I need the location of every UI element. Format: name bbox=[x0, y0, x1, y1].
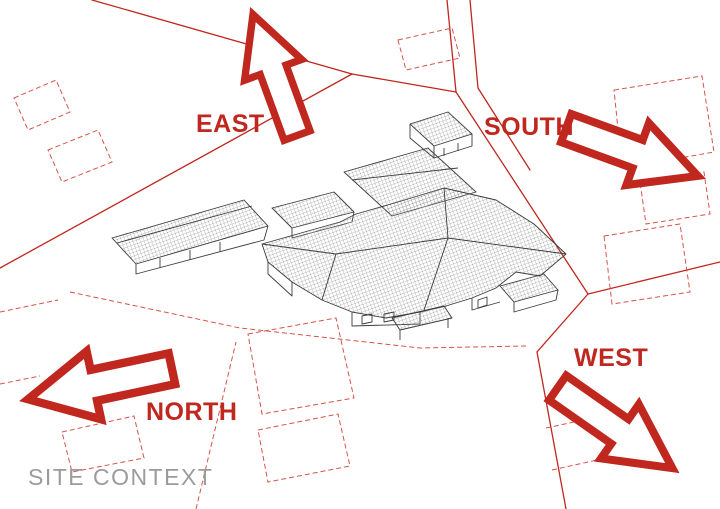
arrow-south-icon bbox=[555, 97, 709, 207]
arrow-west-icon bbox=[539, 361, 692, 495]
building-walls-windows bbox=[267, 262, 501, 327]
label-north: NORTH bbox=[146, 398, 238, 426]
building-left-wing bbox=[111, 199, 269, 275]
label-south: SOUTH bbox=[484, 113, 574, 141]
building-main-roof bbox=[261, 187, 567, 319]
label-east: EAST bbox=[196, 110, 265, 138]
building-rear-right-house bbox=[409, 111, 473, 159]
diagram-title: SITE CONTEXT bbox=[28, 464, 214, 490]
neighbor-parcel-outlines bbox=[0, 27, 715, 509]
building-isometric bbox=[111, 111, 567, 340]
label-west: WEST bbox=[574, 344, 649, 372]
building-porch-right-wing bbox=[391, 273, 559, 340]
